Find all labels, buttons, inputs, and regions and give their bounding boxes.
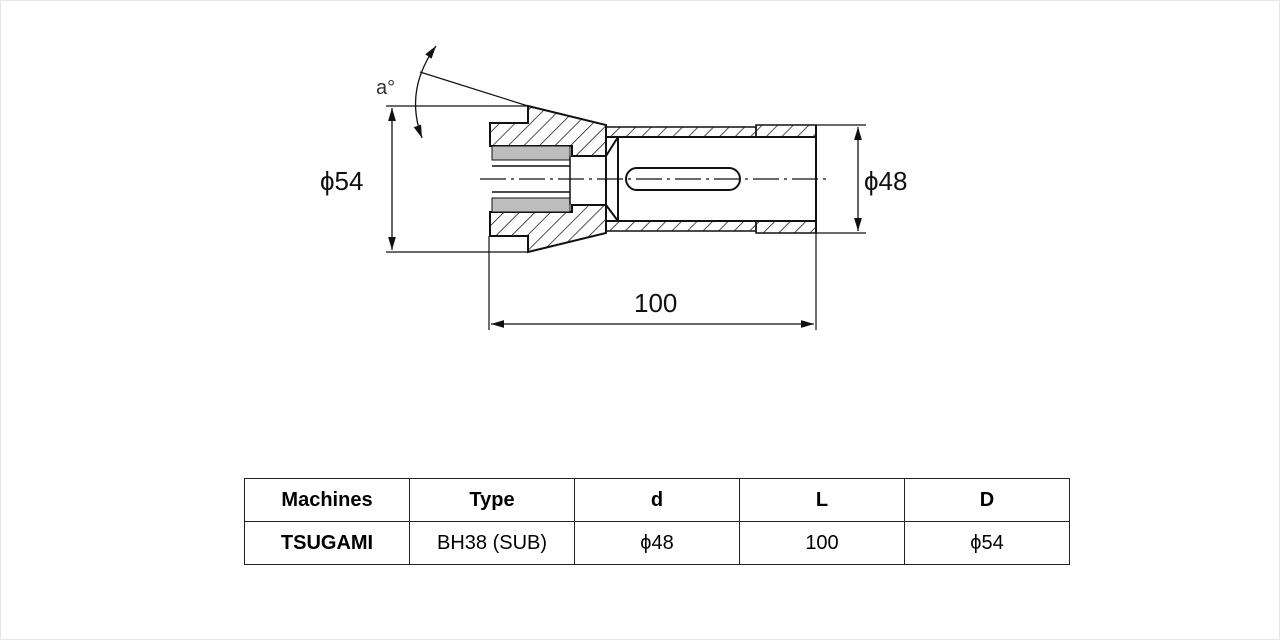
header-type: Type <box>409 478 575 522</box>
collet-body-lower <box>489 204 817 254</box>
header-machines: Machines <box>244 478 410 522</box>
dim-label-L: 100 <box>634 288 677 318</box>
dim-label-D: ϕ54 <box>320 166 363 196</box>
extension-lines <box>386 71 866 330</box>
header-l: L <box>739 478 905 522</box>
cell-l: 100 <box>739 521 905 565</box>
collet-drawing: a° ϕ54 ϕ48 100 <box>320 45 907 330</box>
angle-arc <box>413 45 437 139</box>
cell-machine: TSUGAMI <box>244 521 410 565</box>
table-row: TSUGAMI BH38 (SUB) ϕ48 100 ϕ54 <box>244 521 1070 565</box>
angle-label: a° <box>376 77 395 99</box>
knurled-insert <box>491 145 571 213</box>
table-header-row: Machines Type d L D <box>244 478 1070 522</box>
cell-type: BH38 (SUB) <box>409 521 575 565</box>
header-D: D <box>904 478 1070 522</box>
header-d: d <box>574 478 740 522</box>
spec-table: Machines Type d L D TSUGAMI BH38 (SUB) ϕ… <box>244 478 1070 565</box>
cell-d: ϕ48 <box>574 521 740 565</box>
dim-label-d: ϕ48 <box>864 166 907 196</box>
cell-D: ϕ54 <box>904 521 1070 565</box>
